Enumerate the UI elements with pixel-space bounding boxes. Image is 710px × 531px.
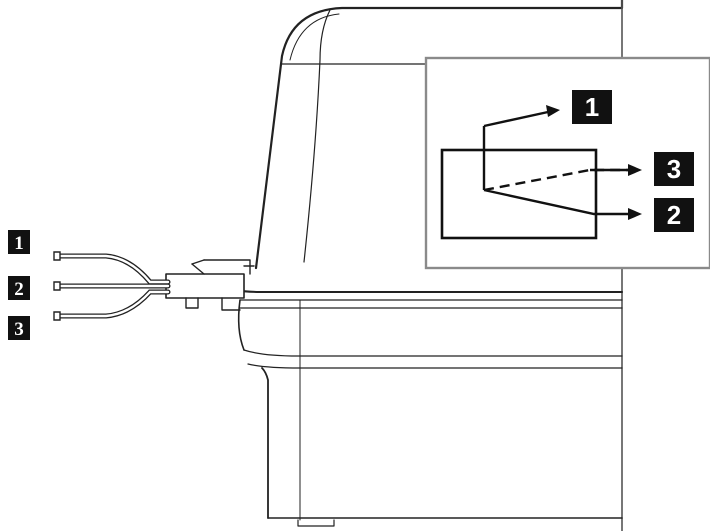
wire-label-1: 1	[8, 230, 30, 254]
device-housing	[165, 0, 624, 531]
switch-body	[440, 148, 598, 240]
wire-label-1-text: 1	[14, 233, 24, 254]
arrow-to-3	[628, 164, 642, 176]
schematic-inset: 1 3 2	[424, 56, 710, 270]
upper-wire	[57, 253, 171, 285]
arrow-to-1	[546, 105, 560, 117]
line-to-2	[483, 188, 628, 216]
inset-label-2: 2	[654, 198, 694, 232]
wire-label-3: 3	[8, 316, 30, 340]
arrow-to-2	[628, 208, 642, 220]
inset-label-1-text: 1	[585, 92, 599, 122]
inset-label-3: 3	[654, 152, 694, 186]
wire-label-3-text: 3	[14, 319, 24, 340]
wire-bundle	[53, 251, 171, 321]
wire-label-2-text: 2	[14, 279, 24, 300]
wire-label-2: 2	[8, 276, 30, 300]
lower-wire	[57, 289, 171, 319]
inset-label-2-text: 2	[667, 200, 681, 230]
line-to-1	[483, 110, 549, 128]
inset-label-1: 1	[572, 90, 612, 124]
inset-label-3-text: 3	[667, 154, 681, 184]
